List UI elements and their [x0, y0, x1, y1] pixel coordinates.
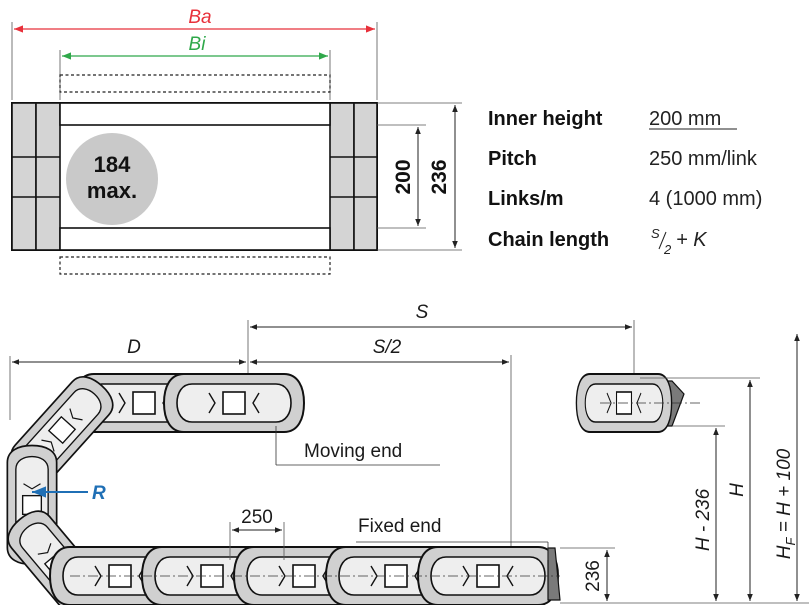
spec-key-links: Links/m [488, 188, 564, 210]
h-minus-label: H - 236 [693, 488, 714, 551]
s-label: S [416, 302, 429, 323]
max-height-badge [66, 133, 158, 225]
d-label: D [127, 337, 141, 358]
pitch-label: 250 [241, 507, 273, 528]
dotted-bottom-guide [59, 256, 331, 275]
chain-link [163, 373, 305, 433]
dim-236-label: 236 [428, 159, 451, 194]
cross-section: Ba Bi 184 max. 200 236 [11, 7, 462, 275]
dotted-top-guide [59, 74, 331, 93]
specs-table: Inner height 200 mm Pitch 250 mm/link Li… [488, 108, 762, 257]
spec-value-links: 4 (1000 mm) [649, 188, 762, 210]
moving-end-label: Moving end [304, 441, 402, 462]
ba-label: Ba [188, 7, 211, 28]
s-half-label: S/2 [373, 337, 402, 358]
spec-key-pitch: Pitch [488, 148, 537, 170]
fixed-end-label: Fixed end [358, 516, 441, 537]
dim-200-label: 200 [392, 159, 415, 194]
chain-length-sup: S [651, 226, 660, 241]
chain-length-sub: 2 [663, 242, 672, 257]
radius-label: R [92, 483, 106, 504]
h-label: H [727, 483, 748, 497]
spec-value-pitch: 250 mm/link [649, 148, 758, 170]
badge-value: 184 [94, 152, 131, 177]
spec-value-inner-height: 200 mm [649, 108, 721, 130]
hf-label: HF = H + 100 [774, 448, 798, 559]
dim-236-bottom-label: 236 [583, 560, 604, 592]
spec-key-chain-length: Chain length [488, 229, 609, 251]
chain-length-tail: + K [676, 229, 708, 251]
bi-label: Bi [189, 34, 207, 55]
side-view: S S/2 D R 250 [0, 302, 809, 605]
badge-unit: max. [87, 178, 137, 203]
spec-key-inner-height: Inner height [488, 108, 603, 130]
